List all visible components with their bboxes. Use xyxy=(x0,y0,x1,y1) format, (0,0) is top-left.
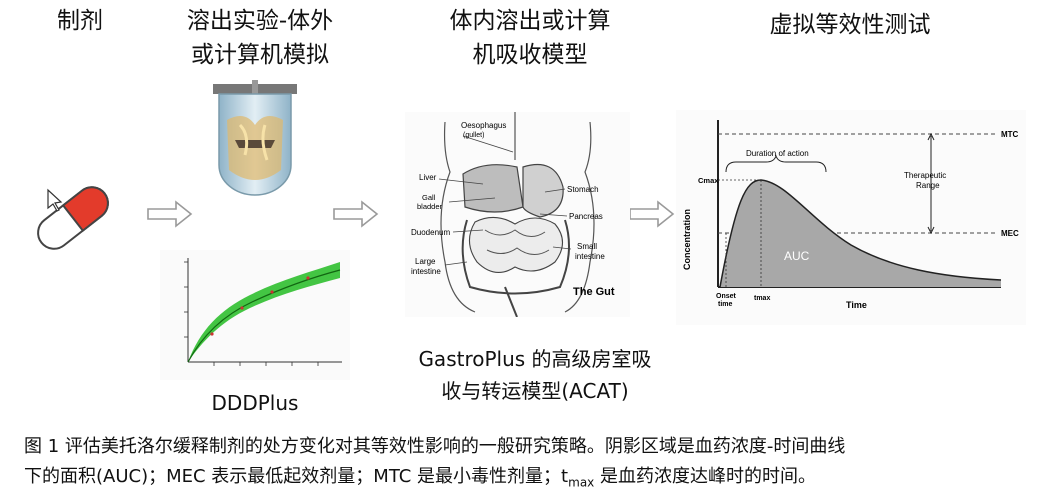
gut-label-stomach: Stomach xyxy=(567,185,599,194)
gut-label-small-intestine: intestine xyxy=(575,252,605,261)
gut-label-pancreas: Pancreas xyxy=(569,212,603,221)
pk-ylabel: Concentration xyxy=(682,209,692,270)
caption-line-2: 下的面积(AUC)；MEC 表示最低起效剂量；MTC 是最小毒性剂量；tmax … xyxy=(24,462,1034,498)
gut-diagram: Oesophagus (gullet) Liver Gall bladder S… xyxy=(405,112,630,317)
pk-auc-label: AUC xyxy=(784,249,810,263)
pk-range-label: Range xyxy=(916,181,940,190)
dissolution-vessel-image xyxy=(213,80,297,196)
caption-line-2-b: 是血药浓度达峰时的时间。 xyxy=(594,466,817,487)
pk-xlabel: Time xyxy=(846,300,867,310)
dissolution-heading: 溶出实验-体外 或计算机模拟 xyxy=(186,8,334,68)
pk-cmax-label: Cmax xyxy=(698,176,719,185)
gut-title: The Gut xyxy=(573,286,615,298)
caption-line-2-a: 下的面积(AUC)；MEC 表示最低起效剂量；MTC 是最小毒性剂量；t xyxy=(24,466,569,487)
gut-label-duodenum: Duodenum xyxy=(411,228,450,237)
gut-label-gullet: (gullet) xyxy=(463,132,484,139)
gut-label-small: Small xyxy=(577,242,597,251)
arrow-right-icon xyxy=(629,200,675,228)
gut-label-liver: Liver xyxy=(419,173,437,182)
gut-label-large: Large xyxy=(415,257,436,266)
figure-caption: 图 1 评估美托洛尔缓释制剂的处方变化对其等效性影响的一般研究策略。阴影区域是血… xyxy=(24,432,1034,498)
absorption-heading: 体内溶出或计算 机吸收模型 xyxy=(449,8,611,68)
caption-subscript: max xyxy=(568,475,595,490)
gut-label-large-intestine: intestine xyxy=(411,267,441,276)
gut-label-oesophagus: Oesophagus xyxy=(461,121,506,130)
pk-onset-time-label: time xyxy=(718,301,733,308)
acat-label: GastroPlus 的高级房室吸 收与转运模型(ACAT) xyxy=(418,347,652,403)
dddplus-label: DDDPlus xyxy=(211,391,299,415)
pk-therapeutic-label: Therapeutic xyxy=(904,171,946,180)
cursor-icon xyxy=(47,188,63,212)
gut-label-bladder: bladder xyxy=(417,202,443,211)
capsule-icon xyxy=(37,186,109,250)
pk-mtc-label: MTC xyxy=(1001,130,1019,139)
pk-duration-label: Duration of action xyxy=(746,149,809,158)
gut-label-gall: Gall xyxy=(422,193,436,202)
bioequivalence-heading: 虚拟等效性测试 xyxy=(769,12,931,38)
dissolution-curve-plot xyxy=(160,250,350,380)
pk-tmax-label: tmax xyxy=(754,295,770,302)
formulation-heading: 制剂 xyxy=(57,8,103,34)
pk-curve-plot: Concentration Duration of action Therape… xyxy=(676,110,1026,325)
caption-line-1: 图 1 评估美托洛尔缓释制剂的处方变化对其等效性影响的一般研究策略。阴影区域是血… xyxy=(24,436,846,457)
pk-onset-label: Onset xyxy=(716,293,737,300)
arrow-right-icon xyxy=(333,200,379,228)
pk-mec-label: MEC xyxy=(1001,229,1019,238)
arrow-right-icon xyxy=(147,200,193,228)
